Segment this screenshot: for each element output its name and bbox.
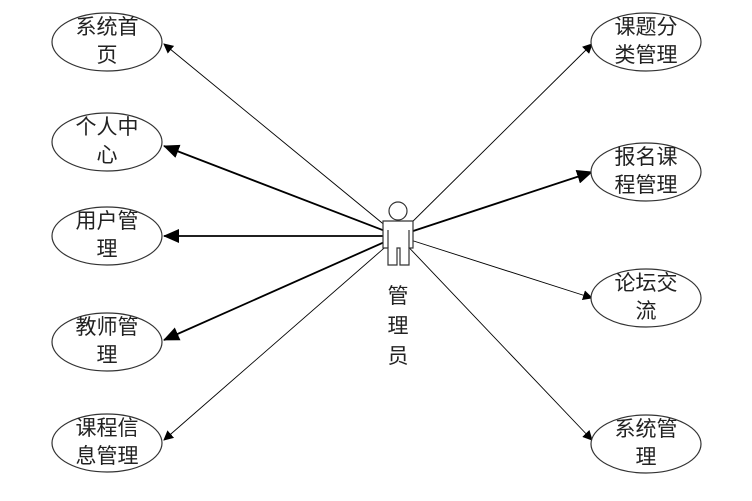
association-arrow bbox=[397, 43, 593, 237]
association-links bbox=[163, 43, 593, 441]
svg-text:理: 理 bbox=[97, 237, 118, 261]
association-arrow bbox=[397, 235, 593, 301]
association-arrow bbox=[163, 144, 399, 237]
svg-text:流: 流 bbox=[636, 299, 657, 323]
use-case-teacher-management: 教师管 理 bbox=[51, 312, 163, 372]
svg-text:程管理: 程管理 bbox=[615, 173, 678, 197]
actor-label: 管 理 员 bbox=[388, 284, 409, 368]
svg-text:息管理: 息管理 bbox=[76, 444, 139, 468]
use-case-course-info-management: 课程信 息管理 bbox=[51, 413, 163, 473]
use-case-personal-center: 个人中 心 bbox=[51, 112, 163, 172]
svg-text:理: 理 bbox=[636, 445, 657, 469]
svg-text:教师管: 教师管 bbox=[76, 315, 139, 339]
association-arrow bbox=[397, 235, 593, 441]
svg-text:个人中: 个人中 bbox=[76, 115, 139, 139]
svg-text:课题分: 课题分 bbox=[615, 15, 678, 39]
association-arrow bbox=[163, 235, 399, 441]
svg-text:报名课: 报名课 bbox=[615, 145, 678, 169]
use-case-system-home: 系统首 页 bbox=[51, 12, 163, 72]
actor-label-line: 员 bbox=[388, 344, 409, 368]
use-case-topic-category-management: 课题分 类管理 bbox=[590, 12, 702, 72]
association-arrow bbox=[163, 235, 399, 341]
svg-text:用户管: 用户管 bbox=[76, 209, 139, 233]
svg-text:论坛交: 论坛交 bbox=[615, 271, 678, 295]
svg-text:页: 页 bbox=[97, 43, 118, 67]
svg-text:心: 心 bbox=[97, 143, 118, 167]
use-case-system-management: 系统管 理 bbox=[590, 414, 702, 474]
actor-label-line: 理 bbox=[388, 314, 409, 338]
association-arrow bbox=[163, 43, 399, 237]
svg-text:系统首: 系统首 bbox=[76, 15, 139, 39]
use-case-user-management: 用户管 理 bbox=[51, 206, 163, 266]
svg-text:课程信: 课程信 bbox=[76, 416, 139, 440]
use-case-enrollment-course-management: 报名课 程管理 bbox=[590, 142, 702, 202]
actor-figure-icon bbox=[382, 201, 414, 266]
use-case-forum: 论坛交 流 bbox=[590, 268, 702, 328]
association-arrow bbox=[397, 170, 593, 237]
actor-label-line: 管 bbox=[388, 284, 409, 308]
svg-text:类管理: 类管理 bbox=[615, 43, 678, 67]
svg-text:理: 理 bbox=[97, 343, 118, 367]
svg-text:系统管: 系统管 bbox=[615, 417, 678, 441]
